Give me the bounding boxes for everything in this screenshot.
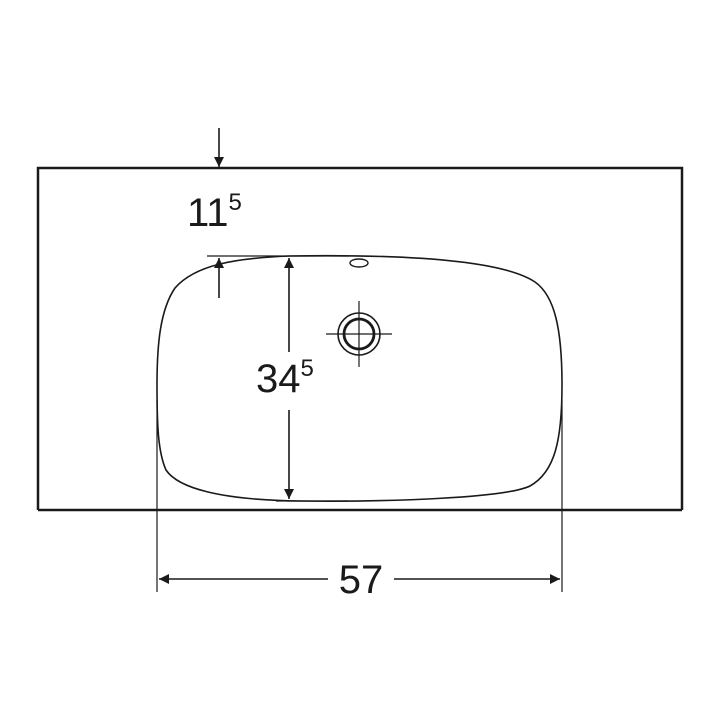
- bowl-depth-dimension: 345: [256, 258, 348, 502]
- overflow-hole: [349, 258, 369, 268]
- bowl-depth-label: 345: [256, 355, 314, 401]
- drain-icon: [326, 301, 392, 367]
- bowl-width-label: 57: [339, 558, 384, 602]
- bowl-width-dimension: 57: [156, 400, 563, 602]
- bowl-outline: [156, 254, 563, 502]
- top-offset-label: 115: [187, 189, 242, 235]
- top-offset-dimension: 115: [187, 128, 348, 298]
- countertop-outline: [36, 166, 684, 510]
